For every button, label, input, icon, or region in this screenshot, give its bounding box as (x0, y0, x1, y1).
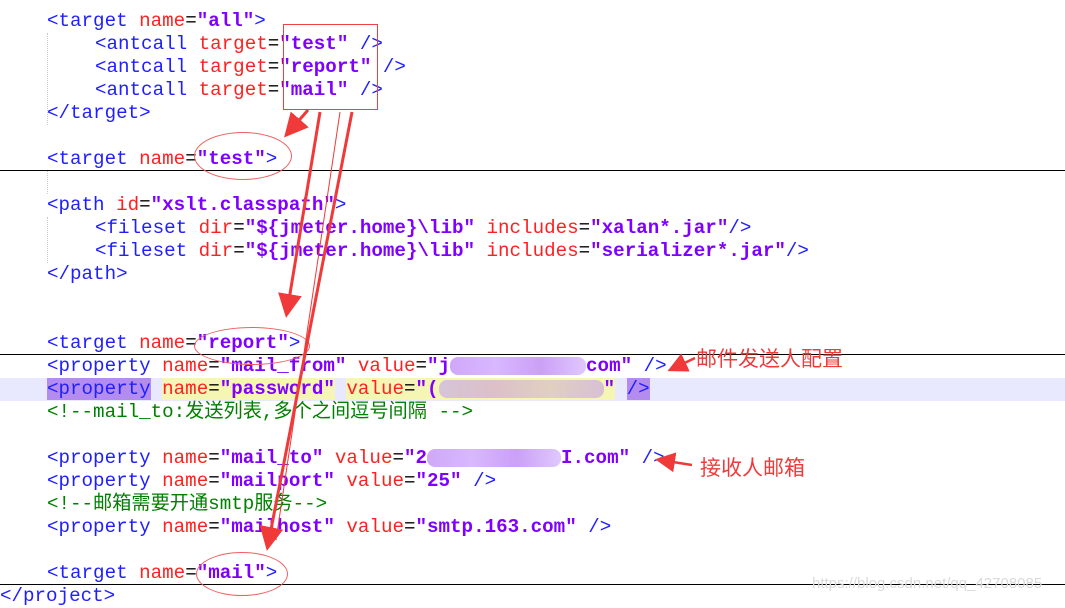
code-line-3[interactable]: <antcall target="report" /> (95, 56, 406, 78)
divider-line (0, 584, 1065, 585)
code-line-14-comment[interactable]: <!--mail_to:发送列表,多个之间逗号间隔 --> (47, 401, 473, 423)
watermark: https://blog.csdn.net/qq_42708085 (812, 575, 1043, 592)
code-line-20[interactable]: </project> (0, 585, 116, 607)
code-line-1[interactable]: <target name="all"> (47, 10, 266, 32)
indent-guide (47, 217, 48, 263)
receiver-mailbox-label: 接收人邮箱 (700, 456, 805, 480)
code-line-17-comment[interactable]: <!--邮箱需要开通smtp服务--> (47, 493, 328, 515)
indent-guide (47, 33, 48, 125)
code-line-11[interactable]: <target name="report"> (47, 332, 301, 354)
circle-mail-target (196, 552, 288, 596)
code-line-18[interactable]: <property name="mailhost" value="smtp.16… (47, 516, 612, 538)
redacted-email (450, 356, 587, 375)
divider-line (0, 354, 1065, 355)
code-line-8[interactable]: <fileset dir="${jmeter.home}\lib" includ… (95, 217, 752, 239)
code-line-2[interactable]: <antcall target="test" /> (95, 33, 383, 55)
circle-test-target (194, 132, 292, 180)
code-line-7[interactable]: <path id="xslt.classpath"> (47, 194, 347, 216)
code-line-4[interactable]: <antcall target="mail" /> (95, 79, 383, 101)
highlight-box-antcall-targets (283, 24, 378, 110)
sender-config-label: 邮件发送人配置 (696, 347, 843, 371)
indent-guide (47, 171, 48, 194)
divider-line (0, 170, 1065, 171)
code-line-13-current[interactable]: <property name="password" value="(" /> (0, 378, 1065, 401)
code-line-9[interactable]: <fileset dir="${jmeter.home}\lib" includ… (95, 240, 809, 262)
circle-report-target (194, 327, 310, 365)
code-line-10[interactable]: </path> (47, 263, 128, 285)
redacted-password (438, 379, 604, 398)
code-line-16[interactable]: <property name="mailport" value="25" /> (47, 470, 497, 492)
redacted-email (427, 448, 562, 467)
code-line-6[interactable]: <target name="test"> (47, 148, 278, 170)
code-line-5[interactable]: </target> (47, 102, 151, 124)
